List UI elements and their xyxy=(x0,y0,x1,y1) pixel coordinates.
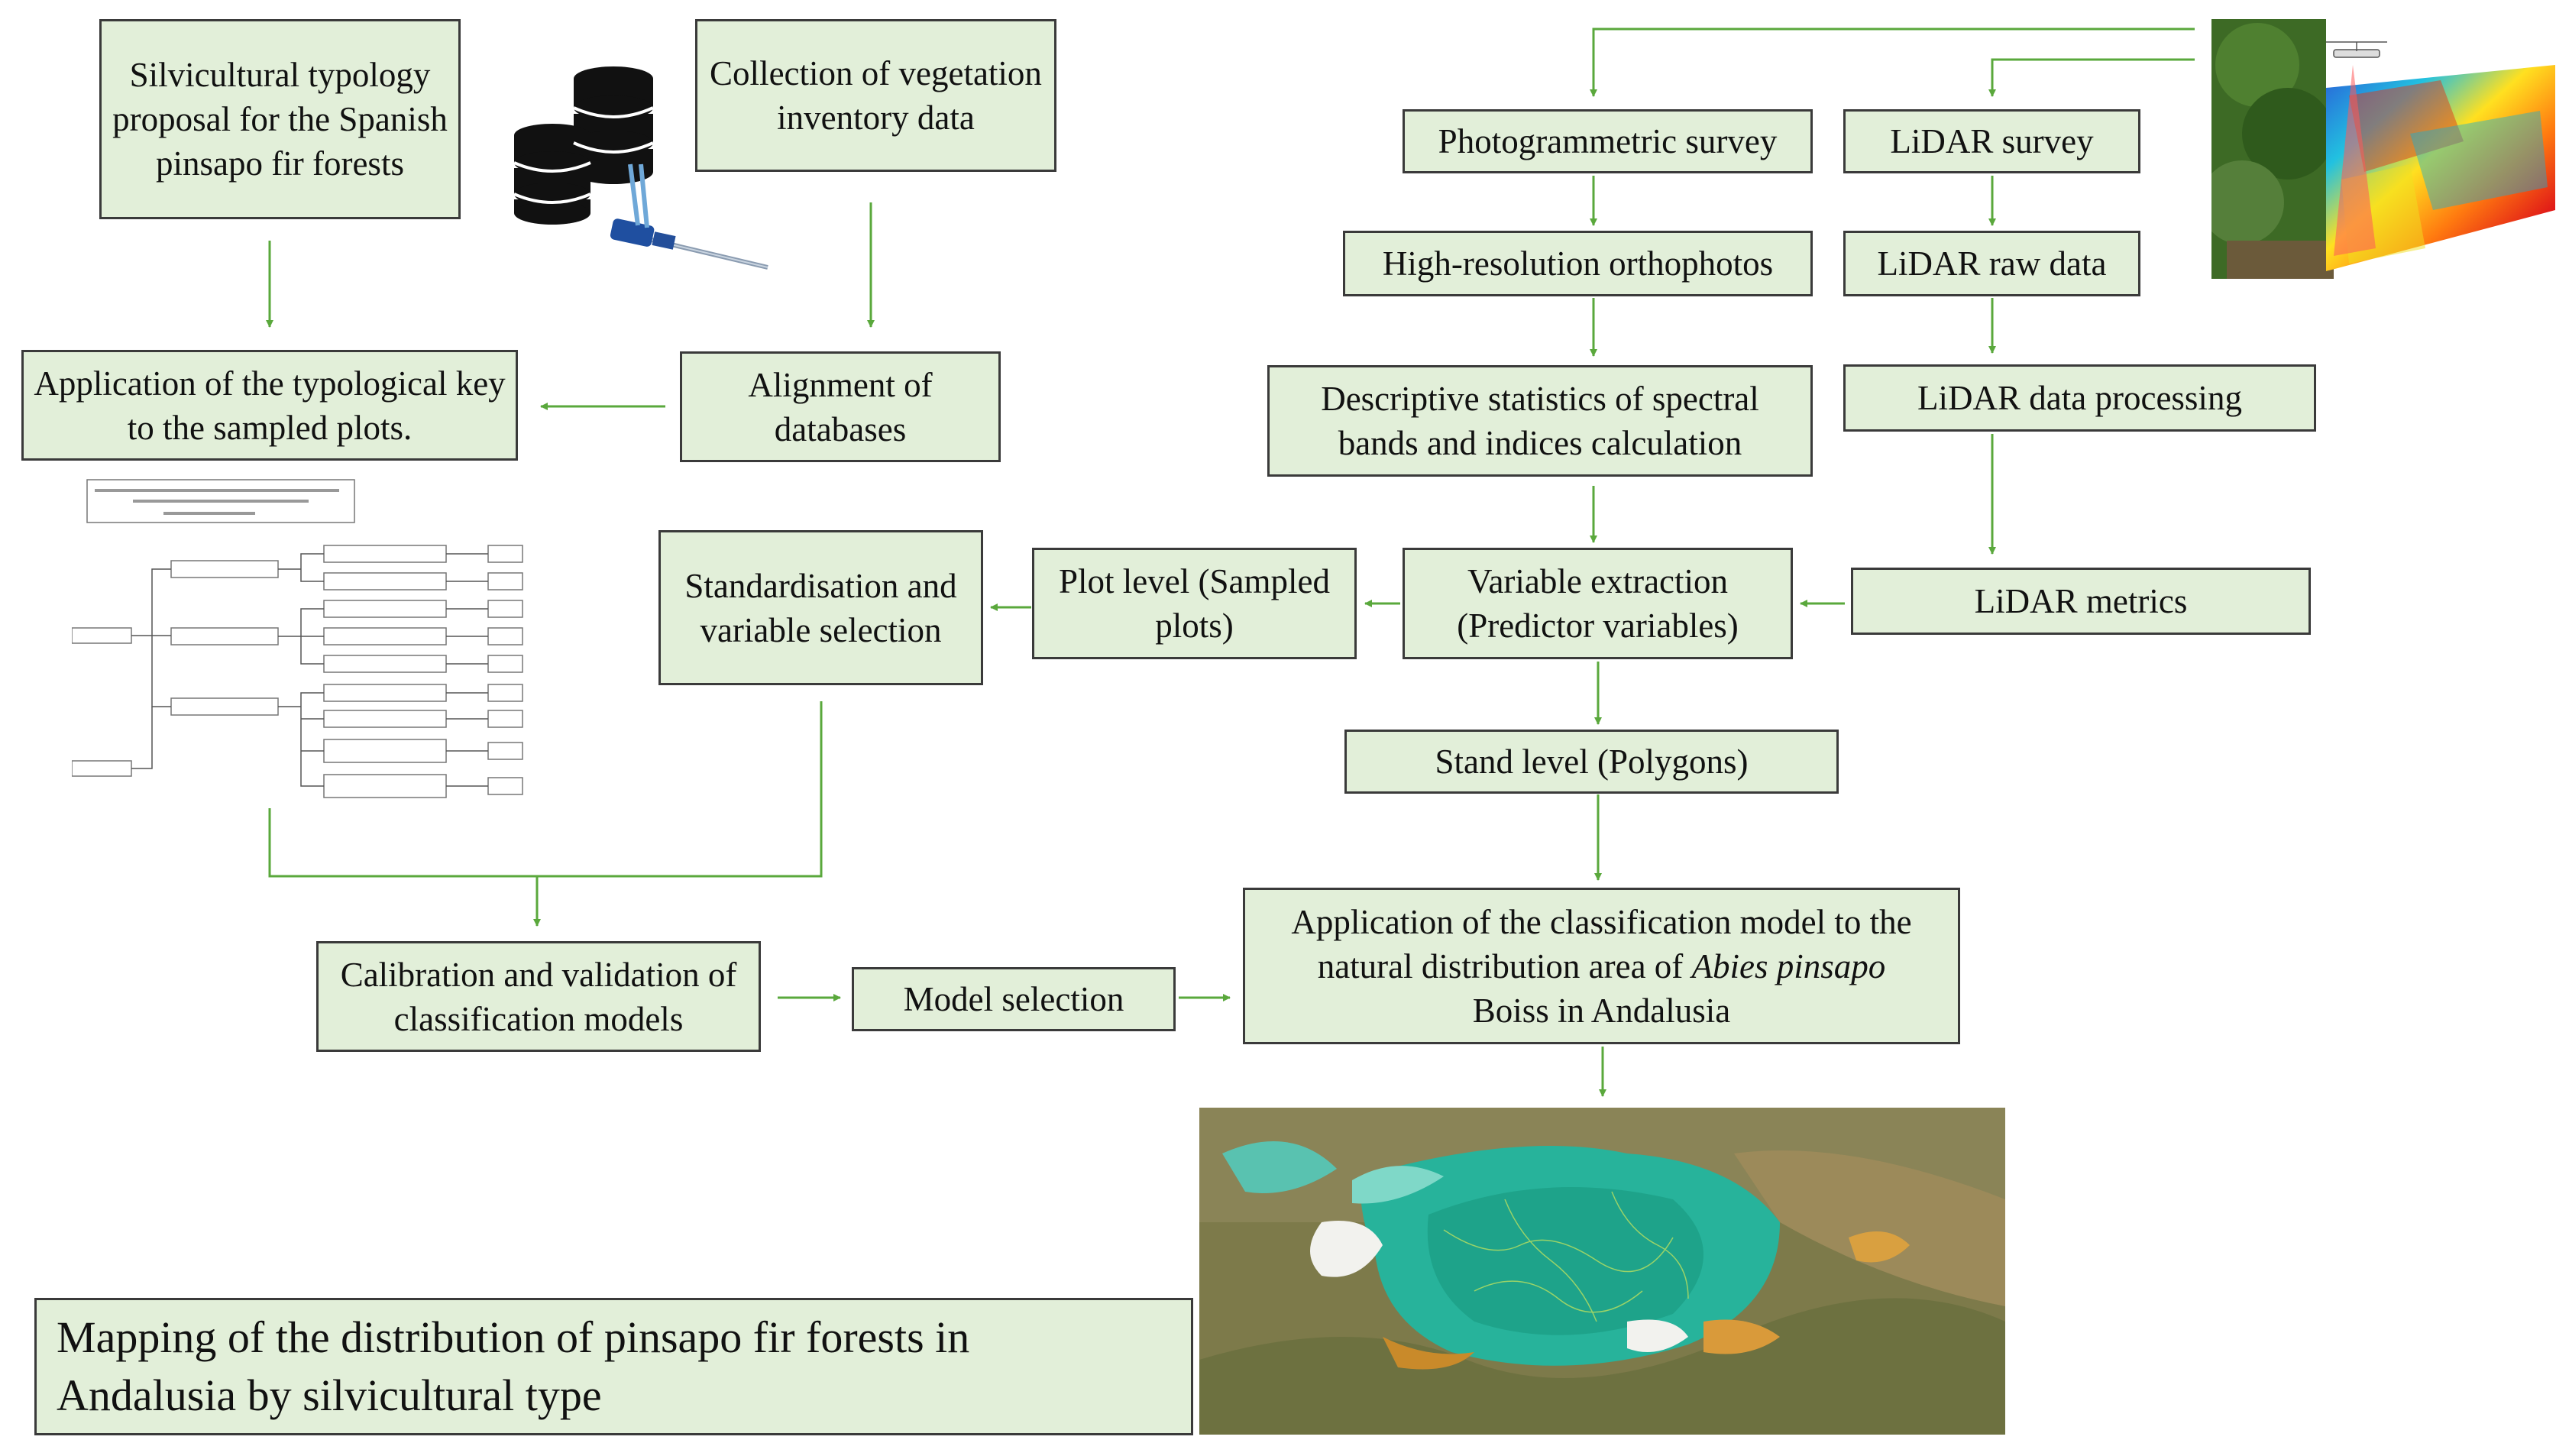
variable-extraction-text: Variable extraction (Predictor variables… xyxy=(1457,562,1739,645)
standardisation-box: Standardisation and variable selection xyxy=(658,530,983,685)
typology-text: Silvicultural typology proposal for the … xyxy=(112,56,448,183)
calibration-text: Calibration and validation of classifica… xyxy=(340,955,737,1038)
application-model-text: Application of the classification model … xyxy=(1254,900,1949,1033)
typology-box: Silvicultural typology proposal for the … xyxy=(99,19,461,219)
photogrammetric-text: Photogrammetric survey xyxy=(1438,122,1778,160)
standardisation-text: Standardisation and variable selection xyxy=(684,566,957,649)
variable-extraction-box: Variable extraction (Predictor variables… xyxy=(1403,548,1793,659)
application-model-box: Application of the classification model … xyxy=(1243,888,1960,1044)
application-key-text: Application of the typological key to th… xyxy=(34,364,506,447)
merge-line xyxy=(268,701,823,878)
lidar-processing-box: LiDAR data processing xyxy=(1843,364,2316,432)
lidar-survey-box: LiDAR survey xyxy=(1843,109,2140,173)
classification-key-thumbnail xyxy=(72,479,523,798)
stand-level-box: Stand level (Polygons) xyxy=(1344,730,1839,794)
lidar-metrics-text: LiDAR metrics xyxy=(1974,582,2188,620)
lidar-raw-box: LiDAR raw data xyxy=(1843,231,2140,296)
arrow-picture-to-lidar-survey xyxy=(1988,58,2195,97)
collection-box: Collection of vegetation inventory data xyxy=(695,19,1056,172)
collection-text: Collection of vegetation inventory data xyxy=(710,54,1042,137)
stand-level-text: Stand level (Polygons) xyxy=(1435,743,1749,781)
caliper-icon xyxy=(610,163,768,270)
application-model-line2: Boiss in Andalusia xyxy=(1472,991,1731,1030)
model-selection-text: Model selection xyxy=(903,980,1124,1018)
mapping-box: Mapping of the distribution of pinsapo f… xyxy=(34,1298,1193,1435)
lidar-drone-icon xyxy=(2211,19,2555,279)
plot-level-text: Plot level (Sampled plots) xyxy=(1059,562,1330,645)
application-model-line1: Application of the classification model … xyxy=(1291,902,1912,985)
model-selection-box: Model selection xyxy=(852,967,1176,1031)
descriptive-text: Descriptive statistics of spectral bands… xyxy=(1321,380,1759,462)
plot-level-box: Plot level (Sampled plots) xyxy=(1032,548,1357,659)
mapping-text: Mapping of the distribution of pinsapo f… xyxy=(57,1312,970,1420)
lidar-raw-text: LiDAR raw data xyxy=(1877,244,2107,283)
alignment-text: Alignment of databases xyxy=(748,365,933,448)
lidar-survey-text: LiDAR survey xyxy=(1890,122,2094,160)
application-key-box: Application of the typological key to th… xyxy=(21,350,518,461)
calibration-box: Calibration and validation of classifica… xyxy=(316,941,761,1052)
lidar-metrics-box: LiDAR metrics xyxy=(1851,568,2311,635)
distribution-map-image xyxy=(1199,1108,2005,1435)
species-name: Abies pinsapo xyxy=(1691,946,1886,985)
descriptive-box: Descriptive statistics of spectral bands… xyxy=(1267,365,1813,477)
alignment-box: Alignment of databases xyxy=(680,351,1001,462)
orthophotos-box: High-resolution orthophotos xyxy=(1343,231,1813,296)
orthophotos-text: High-resolution orthophotos xyxy=(1382,244,1774,283)
arrow-picture-to-photogrammetric xyxy=(1590,28,2195,97)
lidar-processing-text: LiDAR data processing xyxy=(1917,379,2242,417)
photogrammetric-box: Photogrammetric survey xyxy=(1403,109,1813,173)
